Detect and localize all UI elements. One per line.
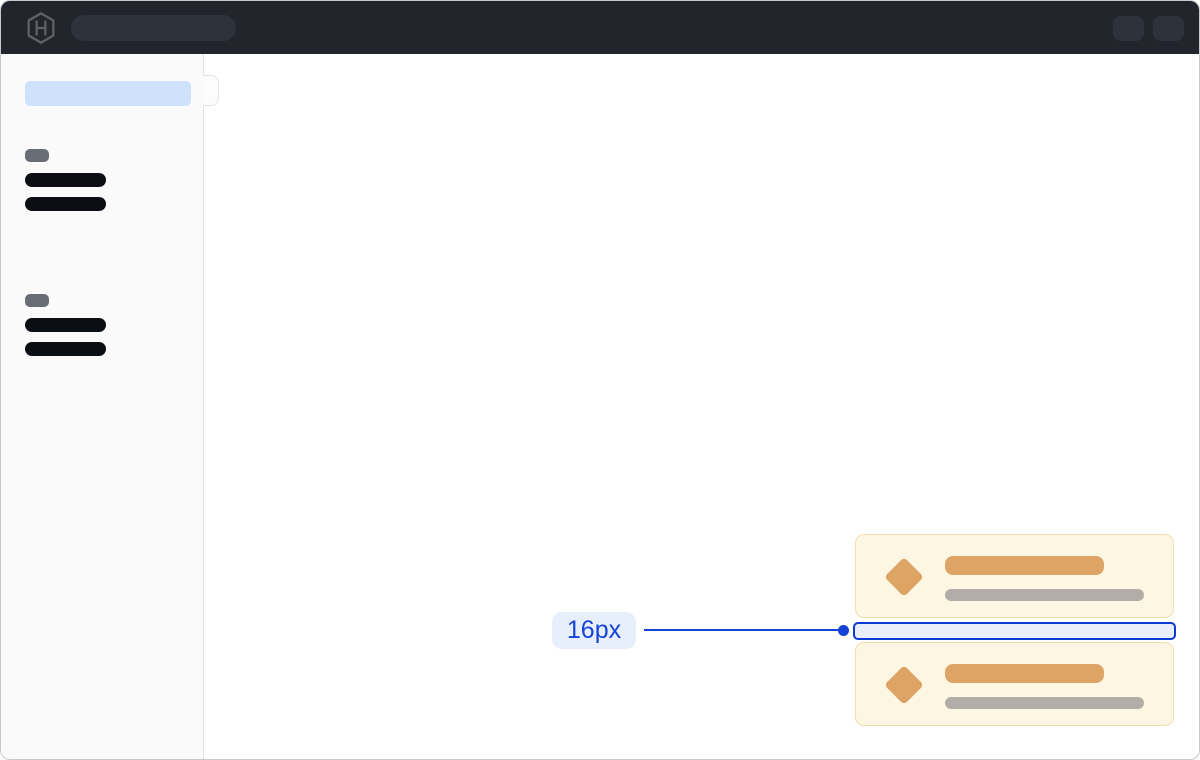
sidebar-nav-item-placeholder[interactable] <box>25 173 106 187</box>
sidebar-collapse-handle[interactable] <box>203 75 219 106</box>
diamond-icon <box>884 557 924 597</box>
card-subtitle-placeholder <box>945 697 1144 709</box>
topbar-action-placeholder-2[interactable] <box>1153 16 1184 41</box>
measure-line-dot <box>838 625 849 636</box>
sidebar-section-label-placeholder <box>25 149 49 162</box>
sidebar <box>1 54 204 759</box>
sidebar-selected-item-placeholder[interactable] <box>25 81 191 106</box>
sidebar-nav-item-placeholder[interactable] <box>25 318 106 332</box>
spacing-highlight-box <box>853 622 1176 640</box>
card[interactable] <box>855 642 1174 726</box>
card-title-placeholder <box>945 556 1104 575</box>
diamond-icon <box>884 665 924 705</box>
measure-line <box>644 629 840 631</box>
spacing-measure-label: 16px <box>552 612 636 649</box>
hashicorp-logo-icon <box>27 12 55 44</box>
topbar-action-placeholder-1[interactable] <box>1113 16 1144 41</box>
sidebar-section-label-placeholder <box>25 294 49 307</box>
sidebar-nav-item-placeholder[interactable] <box>25 197 106 211</box>
card-subtitle-placeholder <box>945 589 1144 601</box>
topbar-search-placeholder[interactable] <box>71 15 236 41</box>
card-title-placeholder <box>945 664 1104 683</box>
sidebar-nav-item-placeholder[interactable] <box>25 342 106 356</box>
card[interactable] <box>855 534 1174 618</box>
topbar <box>1 1 1199 54</box>
